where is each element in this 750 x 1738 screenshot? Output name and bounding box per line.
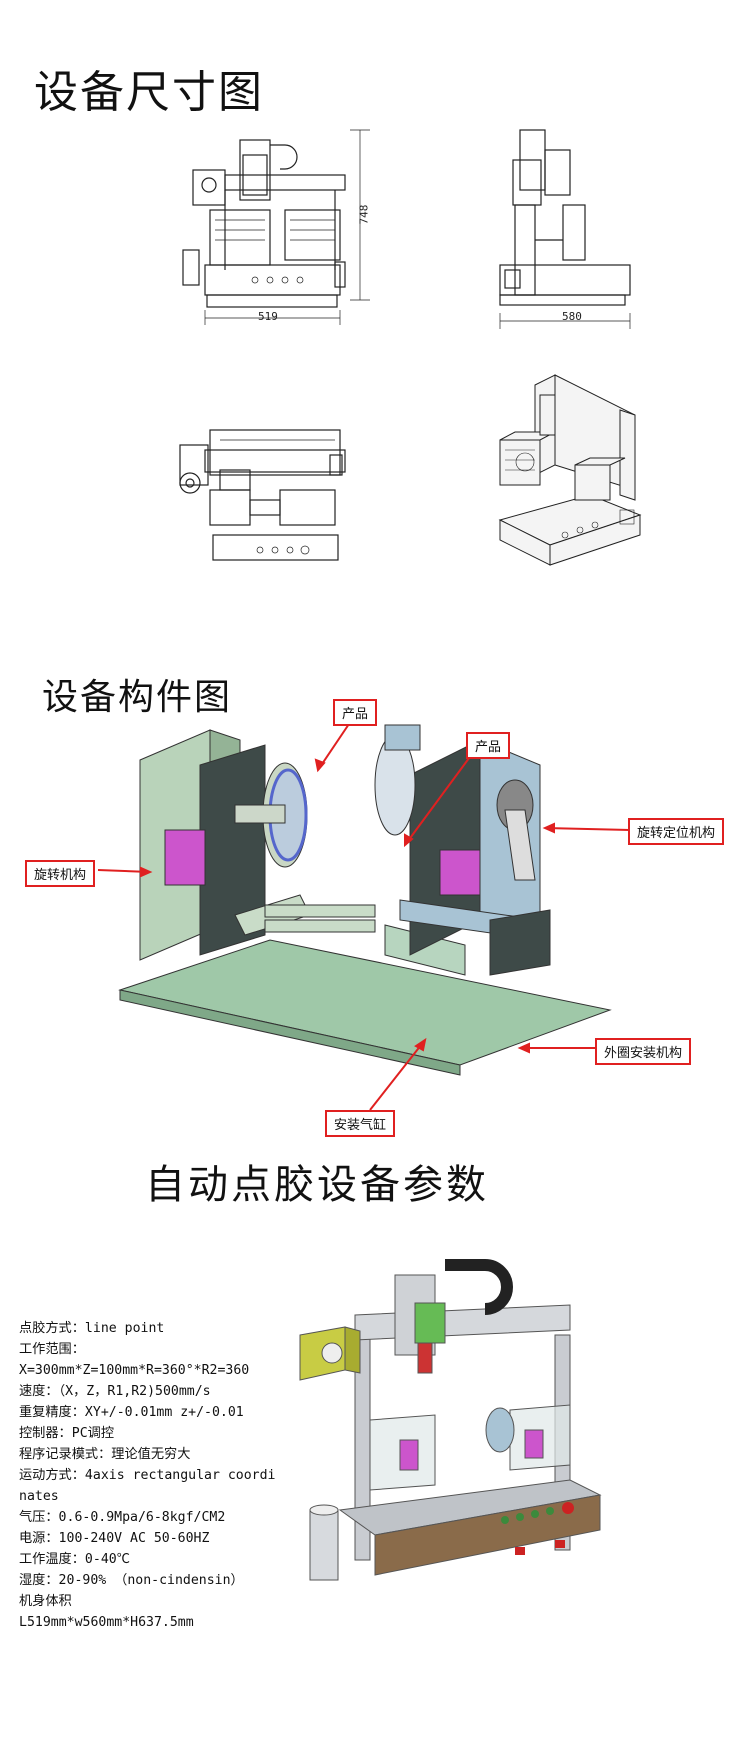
spec-item: 控制器：PC调控 — [19, 1426, 115, 1441]
callout-mount-cylinder: 安装气缸 — [325, 1110, 396, 1137]
spec-item: 机身体积 — [19, 1594, 72, 1609]
spec-item: 湿度：20-90% （non-cindensin） — [19, 1573, 244, 1588]
isometric-view-drawing — [498, 374, 642, 566]
spec-item: 工作温度：0-40℃ — [19, 1552, 130, 1567]
spec-item: 电源：100-240V AC 50-60HZ — [19, 1531, 210, 1546]
spec-item: X=300mm*Z=100mm*R=360°*R2=360 — [19, 1363, 250, 1378]
side-view-drawing — [499, 129, 631, 329]
spec-list: 点胶方式：line point 工作范围： X=300mm*Z=100mm*R=… — [19, 1318, 281, 1633]
spec-item: 点胶方式：line point — [19, 1321, 165, 1336]
dimension-width-side-label: 580 — [562, 310, 582, 323]
machine-render-illustration — [299, 1259, 602, 1581]
spec-item: 气压：0.6-0.9Mpa/6-8kgf/CM2 — [19, 1510, 226, 1525]
callout-rotation: 旋转机构 — [25, 860, 96, 887]
spec-item: 速度：（X，Z，R1,R2)500mm/s — [19, 1384, 211, 1399]
front-view-drawing — [182, 129, 370, 325]
spec-item: 工作范围： — [19, 1342, 85, 1357]
spec-item: 运动方式：4axis rectangular coordinates — [19, 1468, 276, 1504]
callout-product-2: 产品 — [466, 732, 511, 759]
spec-item: 程序记录模式：理论值无穷大 — [19, 1447, 191, 1462]
callout-rotation-positioning: 旋转定位机构 — [628, 818, 725, 845]
component-assembly-illustration — [118, 724, 612, 1076]
components-title: 设备构件图 — [42, 677, 233, 718]
dimension-width-front-label: 519 — [258, 310, 278, 323]
callout-outer-ring-mount: 外圈安装机构 — [595, 1038, 692, 1065]
dimensions-title: 设备尺寸图 — [34, 67, 264, 118]
spec-item: 重复精度：XY+/-0.01mm z+/-0.01 — [19, 1405, 244, 1420]
callout-product-1: 产品 — [333, 699, 378, 726]
spec-item: L519mm*w560mm*H637.5mm — [19, 1615, 194, 1630]
top-view-drawing — [179, 429, 346, 561]
params-title: 自动点胶设备参数 — [145, 1162, 489, 1208]
